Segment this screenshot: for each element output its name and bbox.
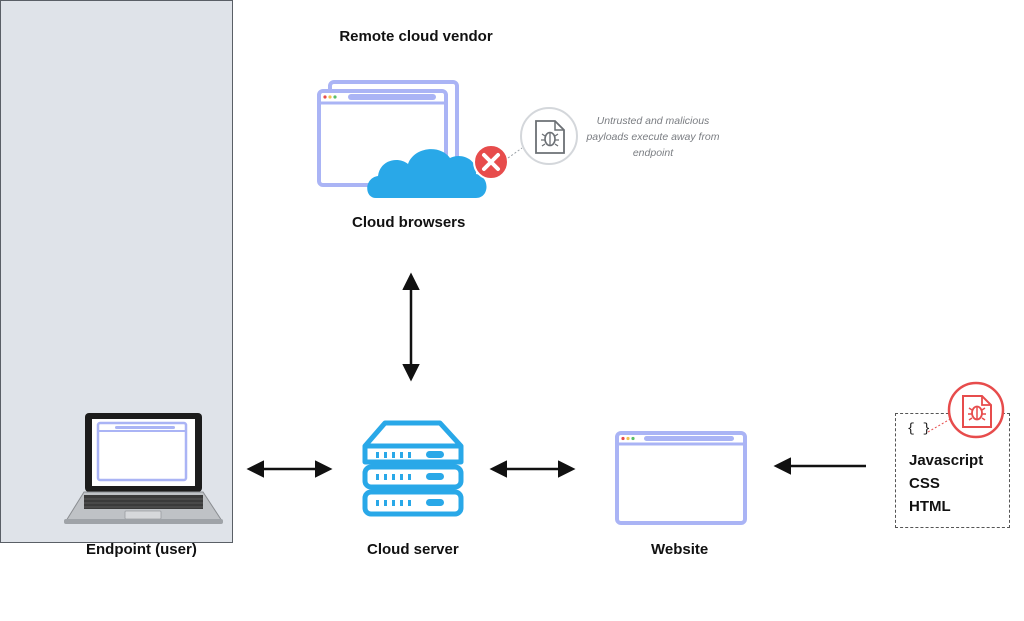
- braces-icon: { }: [907, 421, 931, 436]
- payload-note: Untrusted and malicious payloads execute…: [586, 115, 720, 159]
- cloud-browsers-label: Cloud browsers: [352, 214, 466, 231]
- code-line-html: HTML: [909, 498, 951, 515]
- cloud-icon: [367, 149, 487, 198]
- code-line-css: CSS: [909, 475, 940, 492]
- website-window-icon: [615, 431, 747, 525]
- malware-file-icon: [520, 107, 578, 165]
- bug-file-icon: [927, 381, 1005, 439]
- server-leds: [376, 451, 444, 506]
- laptop-icon: [64, 413, 223, 524]
- code-line-javascript: Javascript: [909, 452, 984, 469]
- website-label: Website: [651, 541, 709, 558]
- endpoint-label: Endpoint (user): [86, 541, 197, 558]
- vendor-title: Remote cloud vendor: [339, 28, 493, 45]
- error-x-icon: [473, 144, 509, 180]
- server-stack-icon: [362, 420, 464, 517]
- cloud-server-label: Cloud server: [367, 541, 459, 558]
- browser-window-icon: [317, 80, 459, 187]
